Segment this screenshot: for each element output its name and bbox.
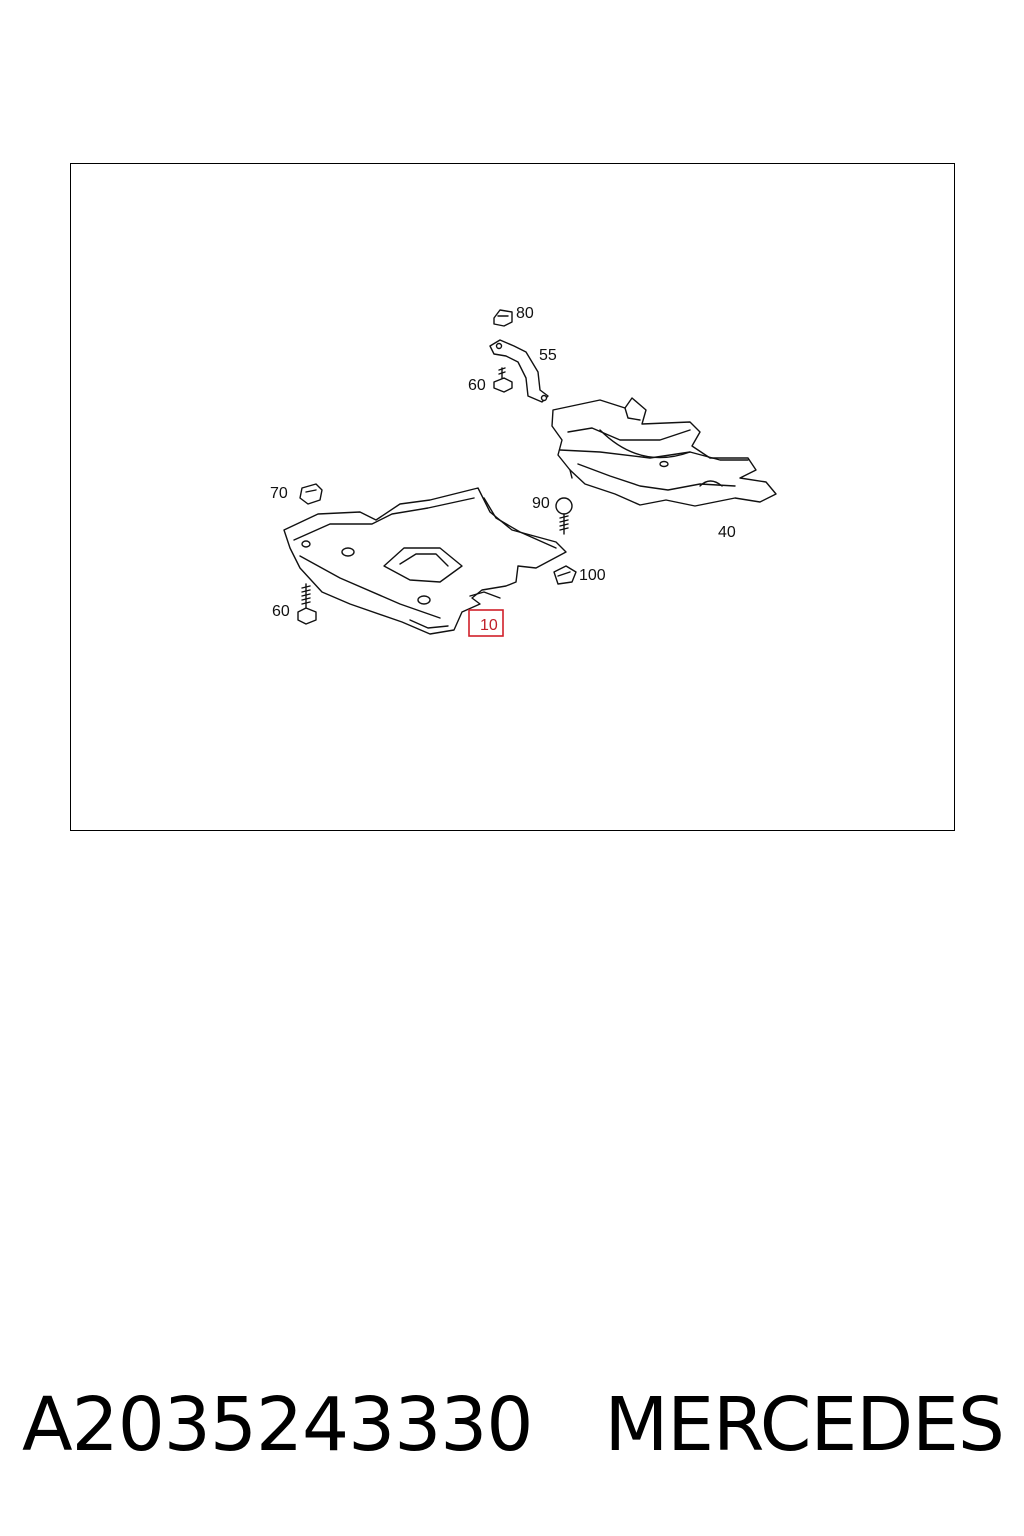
part-55-bracket: [489, 339, 549, 403]
part-100-nut-clip: [553, 565, 577, 585]
callout-60-top: 60: [468, 377, 486, 394]
callout-40: 40: [718, 524, 736, 541]
part-90-bolt: [555, 497, 573, 535]
part-80-clip: [493, 309, 513, 327]
callout-10: 10: [480, 617, 498, 634]
diagram-frame: [70, 163, 955, 831]
callout-60-bottom: 60: [272, 603, 290, 620]
callout-100: 100: [579, 567, 606, 584]
part-40-rear-panel: [551, 397, 777, 507]
callout-70: 70: [270, 485, 288, 502]
callout-80: 80: [516, 305, 534, 322]
callout-90: 90: [532, 495, 550, 512]
callout-55: 55: [539, 347, 557, 364]
callout-10-highlight-box: [468, 609, 504, 637]
part-60-bolt-bottom: [297, 583, 317, 625]
part-number: A2035243330: [22, 1382, 533, 1468]
part-70-clip: [299, 483, 323, 505]
part-10-front-panel: [283, 487, 567, 635]
product-footer: A2035243330 MERCEDES: [0, 1370, 1024, 1480]
brand-name: MERCEDES: [604, 1382, 1004, 1468]
part-60-bolt-top: [493, 367, 513, 393]
